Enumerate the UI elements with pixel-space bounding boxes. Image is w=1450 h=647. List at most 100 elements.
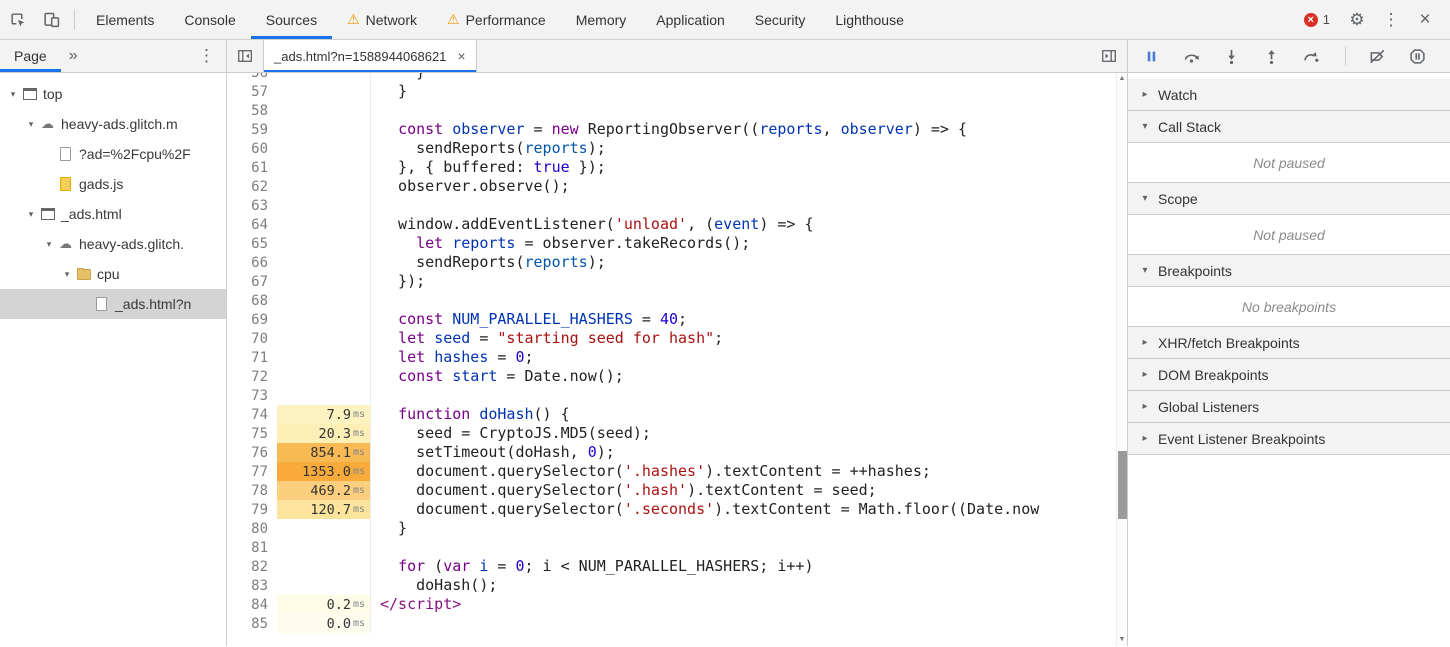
code-text[interactable]: let reports = observer.takeRecords(); [371, 234, 750, 253]
tree-item-ad-2fcpu-2f[interactable]: ?ad=%2Fcpu%2F [0, 139, 226, 169]
line-number[interactable]: 60 [251, 140, 268, 157]
code-text[interactable]: doHash(); [371, 576, 497, 595]
line-number[interactable]: 76 [251, 444, 268, 461]
more-tabs-button[interactable]: » [68, 47, 78, 64]
line-number[interactable]: 72 [251, 368, 268, 385]
section-header-global-listeners[interactable]: ▸Global Listeners [1128, 391, 1450, 423]
line-number[interactable]: 64 [251, 216, 268, 233]
line-number[interactable]: 70 [251, 330, 268, 347]
code-text[interactable]: const observer = new ReportingObserver((… [371, 120, 967, 139]
tab-close-icon[interactable]: × [457, 48, 466, 64]
code-text[interactable]: document.querySelector('.seconds').textC… [371, 500, 1039, 519]
code-text[interactable]: seed = CryptoJS.MD5(seed); [371, 424, 651, 443]
navigator-tab-page[interactable]: Page [0, 40, 61, 72]
scroll-down-icon[interactable]: ▼ [1118, 636, 1126, 643]
line-number[interactable]: 61 [251, 159, 268, 176]
code-text[interactable]: for (var i = 0; i < NUM_PARALLEL_HASHERS… [371, 557, 813, 576]
tab-elements[interactable]: Elements [81, 0, 169, 39]
step-button[interactable] [1303, 48, 1320, 65]
tree-item-gads-js[interactable]: gads.js [0, 169, 226, 199]
code-text[interactable]: let seed = "starting seed for hash"; [371, 329, 723, 348]
tab-network[interactable]: ⚠Network [332, 0, 432, 39]
line-number[interactable]: 56 [227, 73, 277, 81]
tab-sources[interactable]: Sources [250, 0, 333, 39]
pause-button[interactable] [1143, 48, 1160, 65]
code-text[interactable]: }); [371, 272, 425, 291]
tab-lighthouse[interactable]: Lighthouse [820, 0, 919, 39]
code-text[interactable]: const NUM_PARALLEL_HASHERS = 40; [371, 310, 687, 329]
tab-security[interactable]: Security [740, 0, 821, 39]
pause-on-exceptions-button[interactable] [1409, 48, 1426, 65]
line-number[interactable]: 75 [251, 425, 268, 442]
line-number[interactable]: 59 [251, 121, 268, 138]
tree-item-ads-html[interactable]: ▾_ads.html [0, 199, 226, 229]
tree-item-ads-html-n[interactable]: _ads.html?n [0, 289, 226, 319]
step-over-button[interactable] [1183, 48, 1200, 65]
inspect-element-button[interactable] [0, 0, 34, 39]
line-number[interactable]: 84 [251, 596, 268, 613]
code-text[interactable]: sendReports(reports); [371, 253, 606, 272]
section-header-scope[interactable]: ▾Scope [1128, 183, 1450, 215]
line-number[interactable]: 57 [251, 83, 268, 100]
scroll-up-icon[interactable]: ▲ [1118, 75, 1126, 82]
toggle-navigator-button[interactable] [227, 40, 263, 72]
line-number[interactable]: 66 [251, 254, 268, 271]
code-text[interactable]: } [371, 519, 407, 538]
editor-tab[interactable]: _ads.html?n=1588944068621 × [263, 40, 477, 72]
navigator-menu-button[interactable]: ⋮ [198, 46, 215, 65]
toggle-debugger-sidebar-button[interactable] [1091, 40, 1127, 72]
step-out-button[interactable] [1263, 48, 1280, 65]
code-text[interactable]: const start = Date.now(); [371, 367, 624, 386]
line-number[interactable]: 82 [251, 558, 268, 575]
line-number[interactable]: 65 [251, 235, 268, 252]
line-number[interactable]: 67 [251, 273, 268, 290]
tab-memory[interactable]: Memory [561, 0, 642, 39]
code-text[interactable]: setTimeout(doHash, 0); [371, 443, 615, 462]
editor-scrollbar[interactable]: ▲ ▼ [1116, 73, 1127, 646]
deactivate-breakpoints-button[interactable] [1369, 48, 1386, 65]
line-number[interactable]: 81 [251, 539, 268, 556]
line-number[interactable]: 80 [251, 520, 268, 537]
scrollbar-thumb[interactable] [1118, 451, 1127, 519]
line-number[interactable]: 78 [251, 482, 268, 499]
tree-item-heavy-ads-glitch-m[interactable]: ▾☁heavy-ads.glitch.m [0, 109, 226, 139]
code-text[interactable]: function doHash() { [371, 405, 570, 424]
code-text[interactable]: }, { buffered: true }); [371, 158, 606, 177]
step-into-button[interactable] [1223, 48, 1240, 65]
line-number[interactable]: 58 [251, 102, 268, 119]
line-number[interactable]: 68 [251, 292, 268, 309]
code-text[interactable]: observer.observe(); [371, 177, 570, 196]
section-header-watch[interactable]: ▸Watch [1128, 79, 1450, 111]
tree-item-top[interactable]: ▾top [0, 79, 226, 109]
code-editor[interactable]: 56 } 57 } 58 59 const observer = new Report… [227, 73, 1127, 646]
tab-console[interactable]: Console [169, 0, 250, 39]
section-header-breakpoints[interactable]: ▾Breakpoints [1128, 255, 1450, 287]
code-text[interactable]: window.addEventListener('unload', (event… [371, 215, 813, 234]
line-number[interactable]: 73 [251, 387, 268, 404]
device-toolbar-button[interactable] [34, 0, 68, 39]
line-number[interactable]: 83 [251, 577, 268, 594]
line-number[interactable]: 79 [251, 501, 268, 518]
line-number[interactable]: 77 [251, 463, 268, 480]
code-text[interactable]: sendReports(reports); [371, 139, 606, 158]
code-text[interactable]: document.querySelector('.hashes').textCo… [371, 462, 931, 481]
tree-item-cpu[interactable]: ▾cpu [0, 259, 226, 289]
section-header-dom-breakpoints[interactable]: ▸DOM Breakpoints [1128, 359, 1450, 391]
line-number[interactable]: 85 [251, 615, 268, 632]
close-devtools-button[interactable]: × [1408, 10, 1442, 29]
line-number[interactable]: 63 [251, 197, 268, 214]
tab-performance[interactable]: ⚠Performance [432, 0, 561, 39]
line-number[interactable]: 74 [251, 406, 268, 423]
code-text[interactable]: </script> [371, 595, 461, 614]
line-number[interactable]: 62 [251, 178, 268, 195]
more-options-button[interactable]: ⋮ [1374, 11, 1408, 28]
code-text[interactable]: document.querySelector('.hash').textCont… [371, 481, 877, 500]
code-text[interactable]: } [371, 82, 407, 101]
section-header-event-listener-breakpoints[interactable]: ▸Event Listener Breakpoints [1128, 423, 1450, 455]
settings-button[interactable]: ⚙ [1340, 11, 1374, 28]
section-header-xhr-fetch-breakpoints[interactable]: ▸XHR/fetch Breakpoints [1128, 327, 1450, 359]
section-header-call-stack[interactable]: ▾Call Stack [1128, 111, 1450, 143]
error-badge[interactable]: × 1 [1294, 12, 1340, 27]
code-text[interactable]: } [371, 73, 425, 82]
line-number[interactable]: 69 [251, 311, 268, 328]
